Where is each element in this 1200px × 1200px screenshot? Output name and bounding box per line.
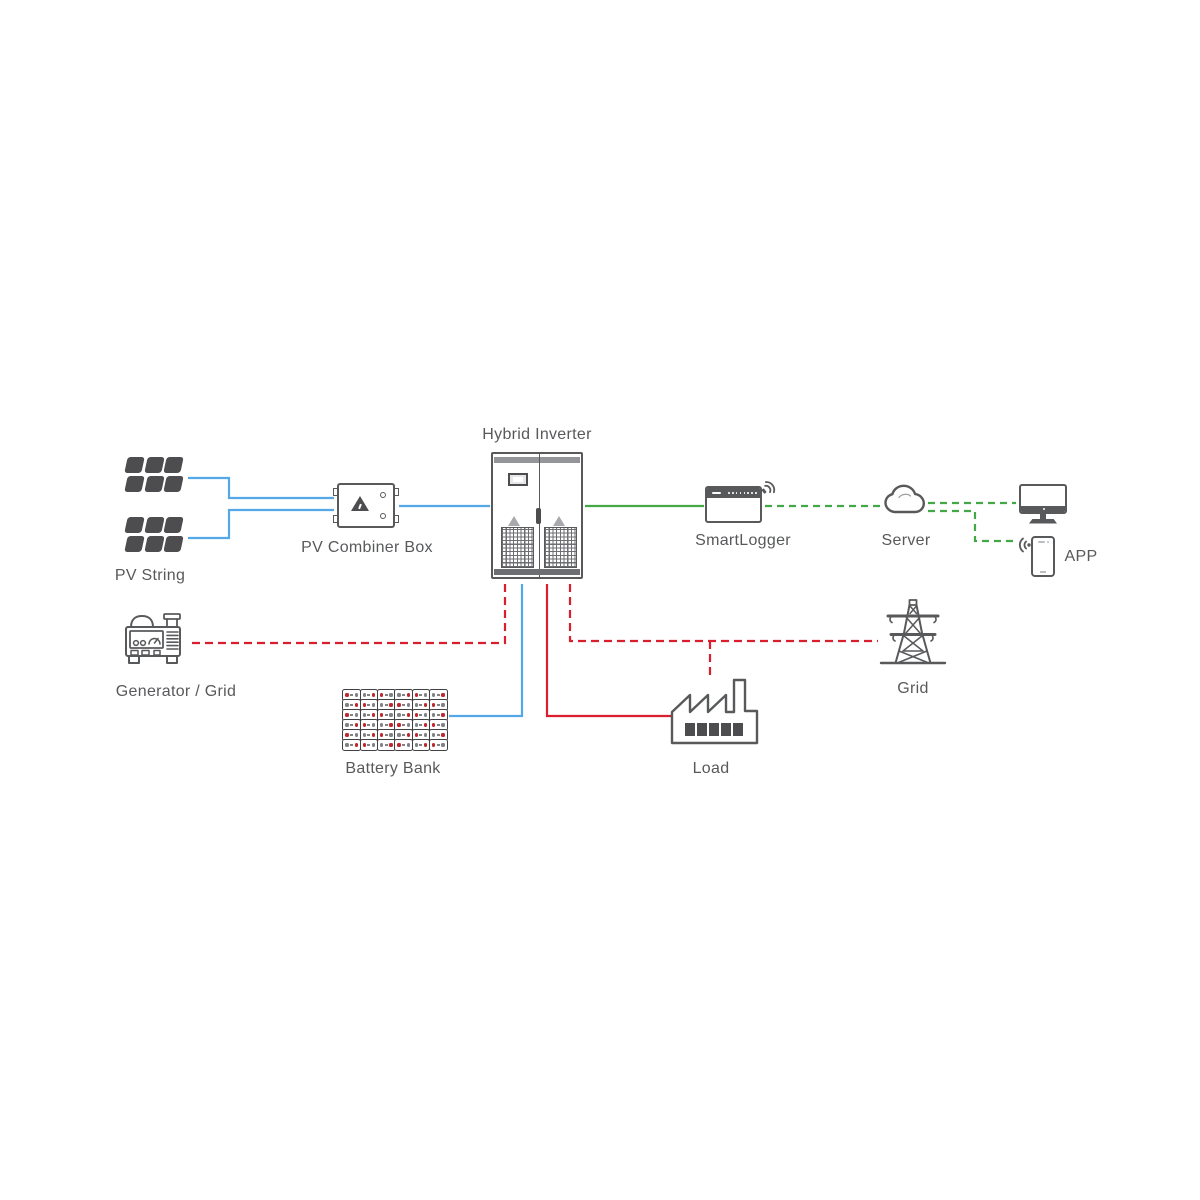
pv-cell [143,535,165,552]
edge-inverter-to-load [545,584,672,718]
hybrid-inverter-label: Hybrid Inverter [482,426,592,443]
server-label: Server [881,532,931,549]
pv-array-2-icon [124,517,184,552]
pv-cell [163,517,184,533]
edge-server-to-app [928,509,1013,543]
smartlogger-label: SmartLogger [695,532,791,549]
edge-inverter-to-grid [568,584,878,643]
smartphone-icon [1031,536,1055,577]
inverter-top-band [494,457,580,463]
warning-triangle-icon [508,516,520,526]
battery-cell [394,739,414,751]
load-label: Load [692,760,730,777]
pv-combiner-label: PV Combiner Box [301,539,433,556]
pv-cell [124,475,145,492]
pv-cell [143,517,165,533]
battery-cell [342,739,362,751]
pv-array-1-icon [124,457,184,492]
battery-bank-label: Battery Bank [345,760,441,777]
inverter-handle-icon [535,508,541,524]
combiner-terminal-icon [394,515,399,523]
battery-cell [411,739,431,751]
pv-string-label: PV String [114,567,186,584]
pv-cell [143,457,165,473]
monitor-icon [1019,484,1067,524]
smartlogger-top-bar [707,488,760,498]
combiner-terminal-icon [333,515,338,523]
warning-triangle-icon [351,496,369,511]
pv-combiner-box-icon [333,483,399,528]
pv-cell [163,475,184,492]
battery-cell [376,739,396,751]
combiner-knob-icon [380,513,386,519]
edge-generator-to-inverter [192,584,507,645]
hybrid-inverter-icon [491,452,583,579]
edge-pv-string-1-to-combiner [188,476,334,500]
pv-cell [124,457,145,473]
grid-label: Grid [897,680,929,697]
combiner-terminal-icon [333,488,338,496]
combiner-knob-icon [380,492,386,498]
pv-cell [163,535,184,552]
grid-tower-icon [879,599,947,665]
monitor-screen [1019,484,1067,514]
inverter-bottom-band [494,569,580,575]
wireless-signal-icon [761,481,776,494]
app-label: APP [1064,548,1098,565]
server-cloud-icon [884,484,925,514]
load-factory-icon [670,678,759,745]
smartlogger-led-dots [728,492,757,494]
battery-cell [428,739,448,751]
pv-cell [163,457,184,473]
generator-icon [125,613,181,664]
wireless-signal-icon [1019,537,1031,553]
combiner-terminal-icon [394,488,399,496]
inverter-vent-grille [501,527,534,568]
battery-cell [359,739,379,751]
edge-inverter-to-battery [449,584,524,718]
battery-bank-icon [342,689,448,751]
pv-cell [124,517,145,533]
pv-cell [143,475,165,492]
monitor-bottom-bar [1021,506,1065,512]
generator-label: Generator / Grid [115,683,237,700]
warning-triangle-icon [553,516,565,526]
inverter-vent-grille [544,527,577,568]
smartlogger-icon [705,486,762,523]
edge-pv-string-2-to-combiner [188,508,334,540]
pv-cell [124,535,145,552]
inverter-display-icon [508,473,528,486]
